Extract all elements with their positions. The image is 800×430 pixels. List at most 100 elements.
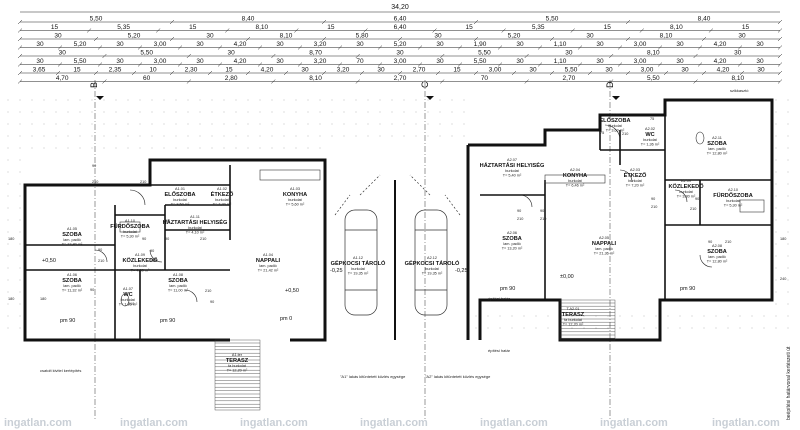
room-name: ÉTKEZŐ: [624, 171, 647, 179]
dimension-label: 1,10: [554, 41, 567, 48]
room-id: A2.02: [645, 127, 655, 131]
bathtub-a2: [739, 199, 765, 213]
door-mark: 210: [690, 207, 696, 211]
room-name: TERASZ: [226, 358, 249, 364]
note-right-low: építési határ: [488, 348, 511, 353]
room-id: A2.06: [507, 231, 517, 235]
dimension-label: 30: [605, 67, 613, 74]
room-name: GÉPKOCSI TÁROLÓ: [405, 259, 460, 267]
dimension-label: 3,65: [33, 67, 46, 74]
dimension-label: 30: [356, 41, 364, 48]
dimension-label: 70: [481, 75, 489, 82]
dimension-label: 30: [301, 67, 309, 74]
dimension-label: 2,70: [413, 67, 426, 74]
dimension-label: 30: [276, 41, 284, 48]
room-area: T= 7,20 m²: [626, 184, 645, 188]
note-left-bottom: csatolt kivitel kertépítés: [40, 368, 81, 373]
door-mark: 90: [150, 249, 154, 253]
dimension-label: 3,00: [634, 41, 647, 48]
door-mark: 90: [651, 197, 655, 201]
room-floor: lam. padló: [259, 264, 277, 268]
dimension-label: 3,00: [394, 58, 407, 65]
dimension-label: 30: [516, 58, 524, 65]
note-right-mid: építési határ: [488, 296, 511, 301]
dimension-label: 15: [465, 24, 473, 31]
dimension-label: 5,50: [647, 75, 660, 82]
dimension-label: 8,10: [647, 50, 660, 57]
axis-label-c: C: [420, 81, 430, 88]
dimension-label: 30: [757, 67, 765, 74]
note-top-right: szikkasztó: [730, 88, 749, 93]
note-center-a: "A1" lakás kitüntetett közlés egysége: [340, 374, 406, 379]
room-floor: burkolat: [121, 298, 135, 302]
room-id: A1.12: [353, 256, 363, 260]
room-floor: burkolat: [173, 198, 187, 202]
room-id: A1.09: [135, 253, 145, 257]
room-area: T= 11,00 m²: [168, 289, 189, 293]
dimension-label: 5,50: [565, 67, 578, 74]
dimension-label: 30: [681, 67, 689, 74]
room-area: T= 7,20 m²: [213, 203, 232, 207]
dimension-label: 30: [596, 41, 604, 48]
room-floor: fa burkolat: [228, 364, 247, 368]
dimension-label: 8,70: [309, 50, 322, 57]
level-zero-a2: ±0,00: [560, 274, 574, 280]
room-area: T= 6,46 m²: [566, 184, 585, 188]
dimension-label: 5,20: [74, 41, 87, 48]
dimension-label: 2,35: [109, 67, 122, 74]
dimension-label: 5,50: [474, 58, 487, 65]
dimension-label: 30: [586, 33, 594, 40]
toilet-a1: [120, 293, 130, 307]
dimension-label: 15: [225, 67, 233, 74]
dimension-label: 5,50: [90, 16, 103, 23]
dimension-label: 30: [227, 50, 235, 57]
dimension-label: 3,20: [337, 67, 350, 74]
room-id: T.A2.01: [567, 307, 580, 311]
door-mark: 210: [92, 180, 98, 184]
room-area: T= 11,32 m²: [62, 289, 83, 293]
dimension-label: 6,40: [394, 16, 407, 23]
terrace-a1-outline: [214, 339, 261, 411]
dimension-label: 30: [529, 67, 537, 74]
room-floor: burkolat: [679, 190, 693, 194]
dimension-label: 4,20: [714, 58, 727, 65]
room-floor: burkolat: [505, 169, 519, 173]
door-mark: 90: [708, 240, 712, 244]
room-floor: lam. padló: [63, 238, 81, 242]
dimension-label: 15: [742, 24, 750, 31]
level-pm90-a2: pm 90: [500, 286, 515, 292]
dimension-label: 30: [116, 58, 124, 65]
room-area: T= 19,35 m²: [422, 272, 443, 276]
dimension-label: 30: [206, 33, 214, 40]
dimension-label: 30: [756, 41, 764, 48]
dimension-label: 30: [738, 33, 746, 40]
room-id: A1.10: [125, 219, 135, 223]
kitchen-counter-a1: [259, 169, 321, 181]
dimension-label: 8,40: [698, 16, 711, 23]
dimension-label: 30: [196, 41, 204, 48]
room-name: NAPPALI: [256, 258, 281, 264]
room-id: A1.08: [173, 273, 183, 277]
room-id: A2.05: [599, 236, 609, 240]
dimension-label: 1,90: [474, 41, 487, 48]
room-name: GÉPKOCSI TÁROLÓ: [331, 259, 386, 267]
door-mark: 180: [8, 297, 14, 301]
dimension-label: 4,20: [714, 41, 727, 48]
door-mark: 210: [98, 259, 104, 263]
room-name: ELŐSZOBA: [599, 117, 630, 124]
room-area: T= 5,60 m²: [286, 203, 305, 207]
room-area: T= 21,36 m²: [594, 252, 615, 256]
door-mark: 210: [622, 132, 628, 136]
dimension-label: 2,70: [563, 75, 576, 82]
dimension-label: 5,35: [532, 24, 545, 31]
